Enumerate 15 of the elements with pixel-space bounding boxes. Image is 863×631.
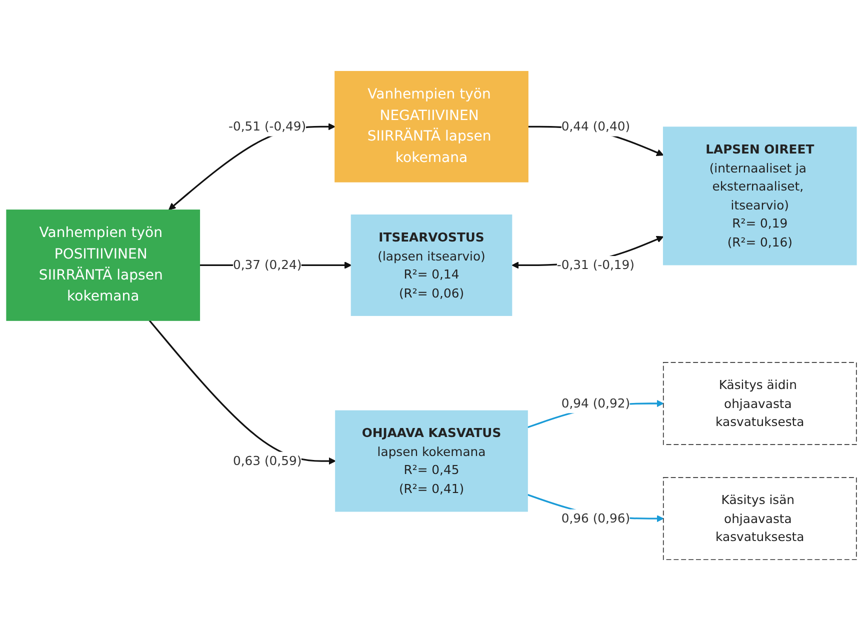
- edge-label: 0,94 (0,92): [561, 396, 630, 411]
- edge-label: 0,44 (0,40): [561, 119, 630, 134]
- edge-label: 0,37 (0,24): [232, 258, 302, 272]
- node-box: Vanhempien työn POSITIIVINEN SIIRRÄNTÄ lapsen kokemana: [6, 210, 200, 321]
- node-box: Vanhempien työn NEGATIIVINEN SIIRRÄNTÄ lapsen kokemana: [334, 70, 528, 182]
- arrow: [148, 320, 336, 465]
- node-box: OHJAAVA KASVATUS lapsen kokemana R²= 0,45 (R²= 0,41): [335, 410, 528, 512]
- node-box: ITSEARVOSTUS (lapsen itsearvio) R²= 0,14 (R²= 0,06): [350, 214, 512, 316]
- node-box: Käsitys äidin ohjaavasta kasvatuksesta: [662, 362, 857, 445]
- node-box: Käsitys isän ohjaavasta kasvatuksesta: [662, 477, 857, 560]
- edge-label: -0,51 (-0,49): [228, 119, 306, 134]
- node-box: LAPSEN OIREET (internaaliset ja eksternaaliset, itsearvio) R²= 0,19 (R²= 0,16): [662, 126, 857, 266]
- edge-label: -0,31 (-0,19): [556, 258, 635, 272]
- edge-label: 0,96 (0,96): [561, 510, 630, 526]
- edge-label: 0,63 (0,59): [232, 453, 302, 468]
